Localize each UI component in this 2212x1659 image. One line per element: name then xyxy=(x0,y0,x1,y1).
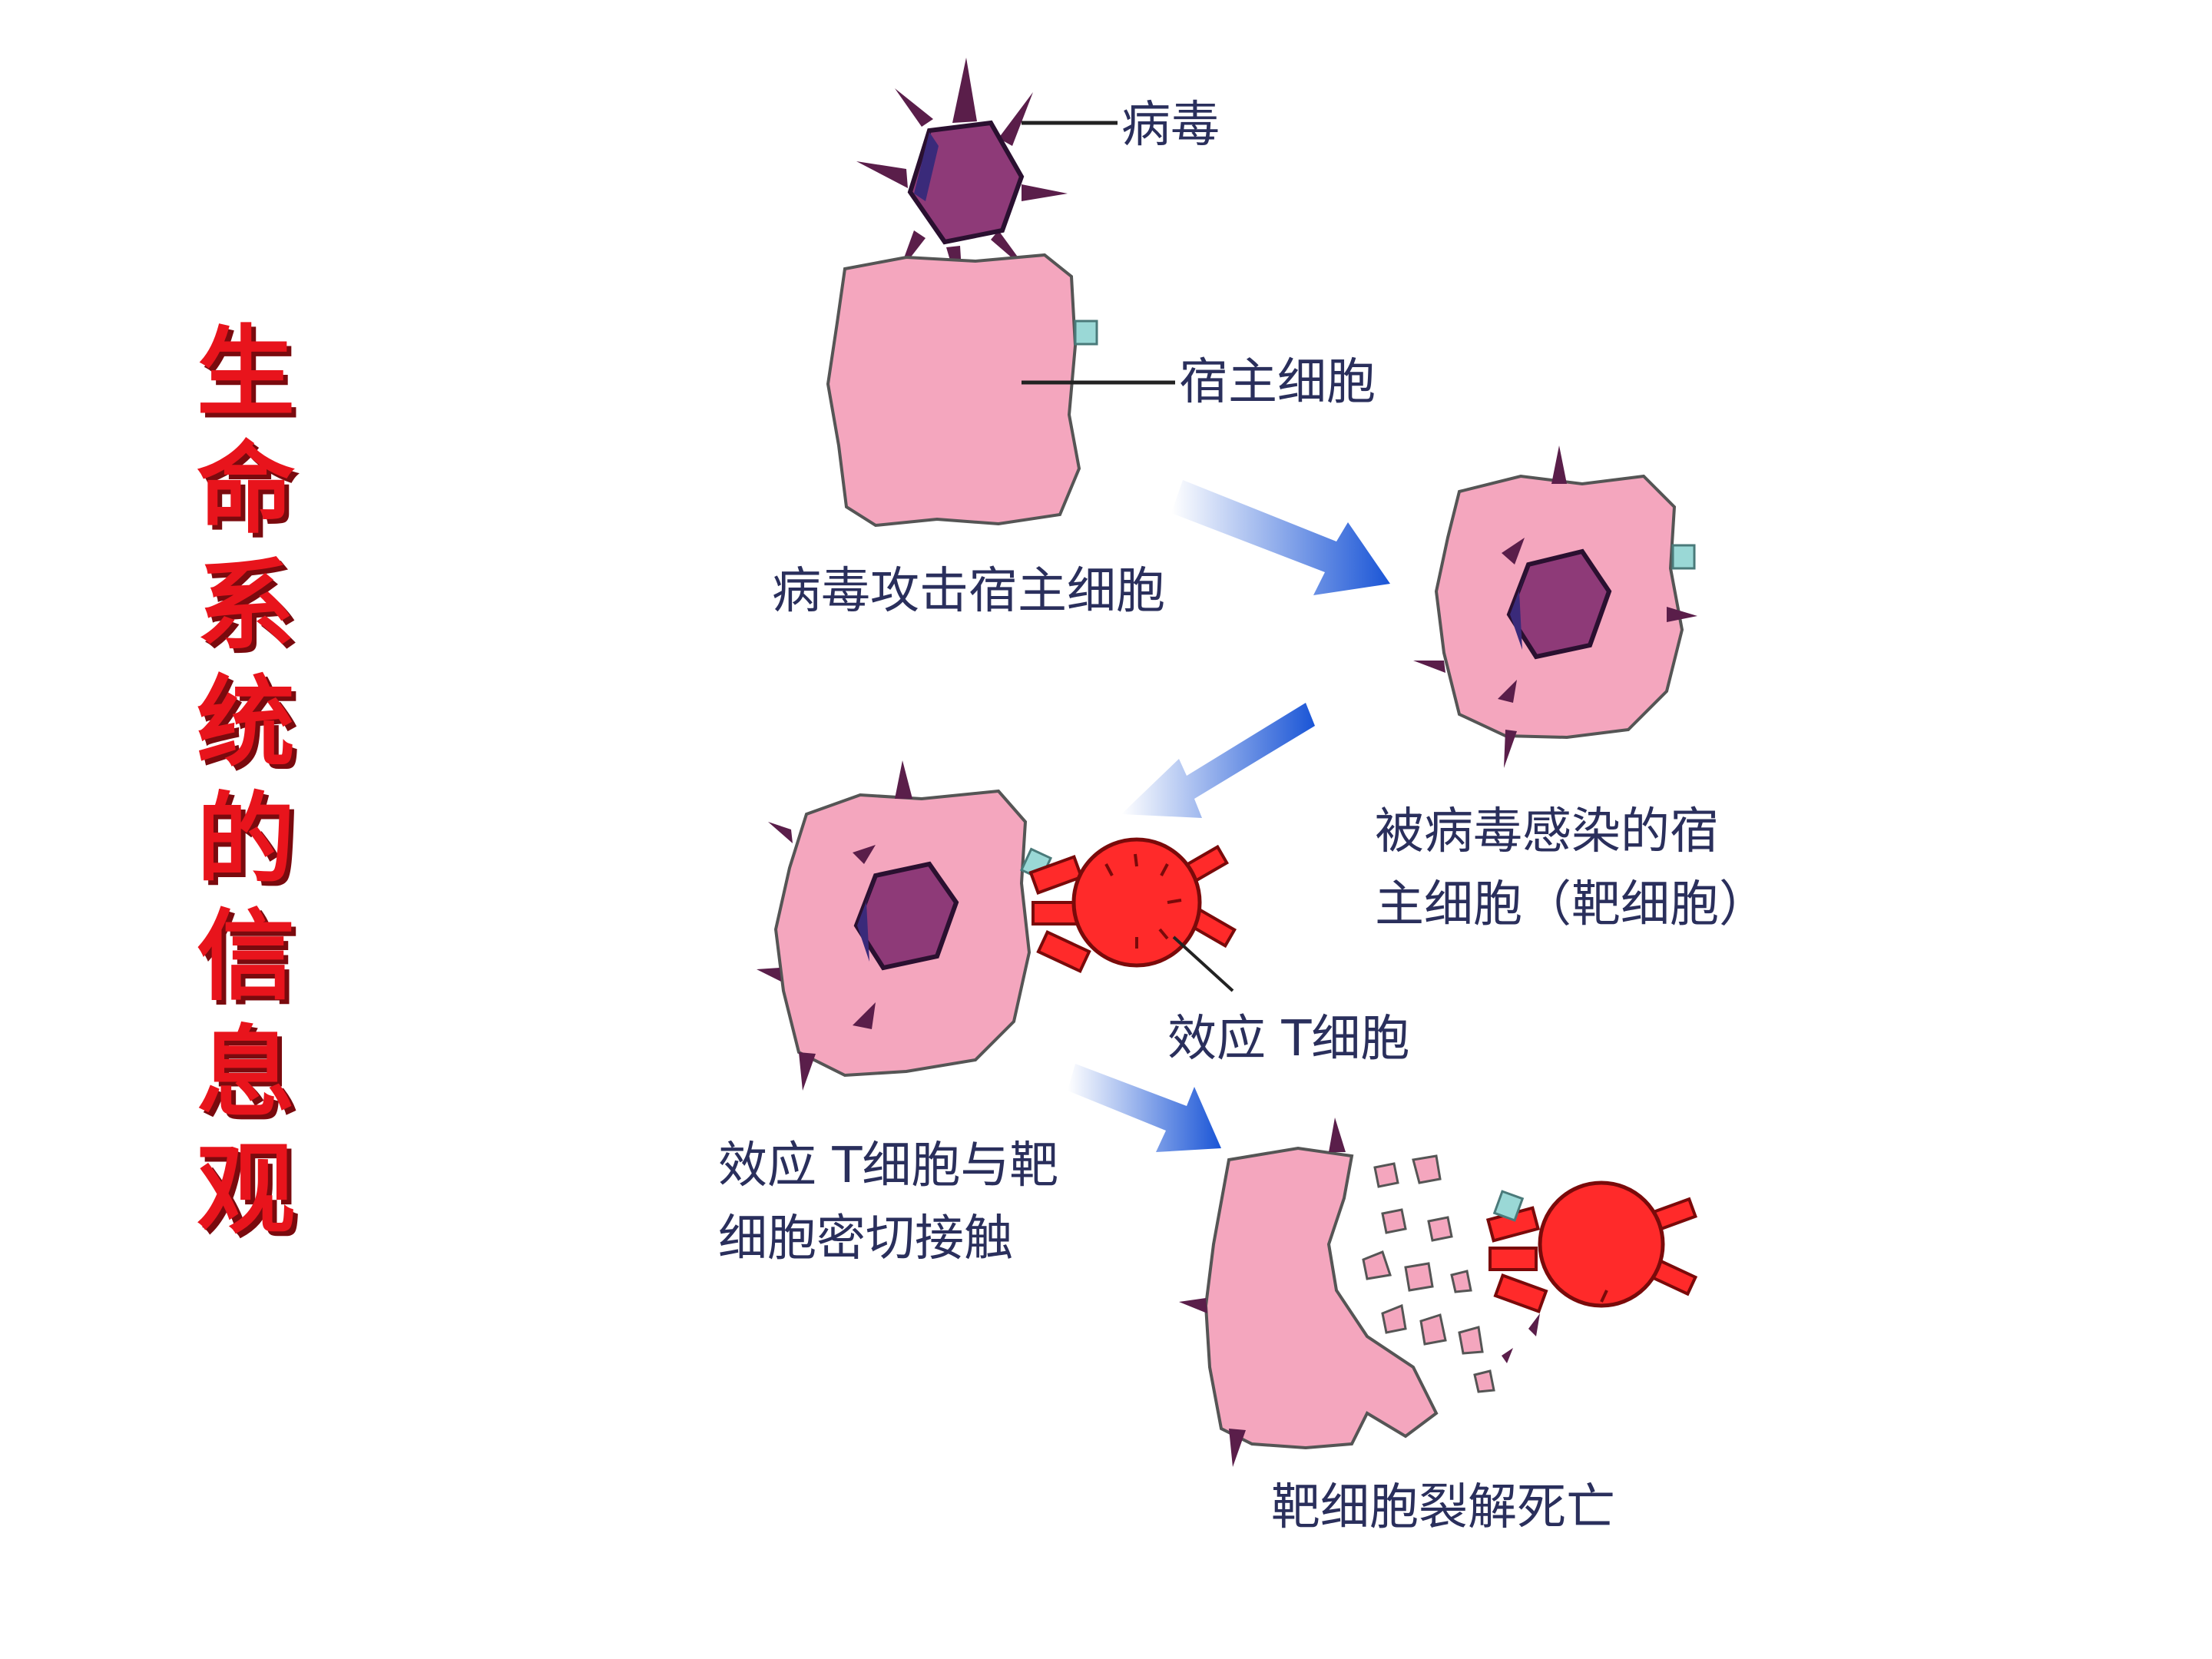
label-contact-line1: 效应 T细胞与靶 xyxy=(718,1137,1059,1194)
lysed-cell xyxy=(1179,1118,1540,1467)
label-effector-t: 效应 T细胞 xyxy=(1167,1011,1410,1068)
host-cell xyxy=(826,253,1175,528)
arrow-1 xyxy=(1171,480,1390,595)
final-t-cell xyxy=(1485,1181,1698,1313)
arrow-3 xyxy=(1068,1064,1221,1152)
effector-t-cell-leader-line xyxy=(1172,935,1234,992)
final-t-cell-receptor xyxy=(1492,1190,1525,1222)
effector-t-cell-body xyxy=(1071,837,1202,968)
label-infected-line1: 被病毒感染的宿 xyxy=(1375,803,1719,860)
contact-cell xyxy=(757,760,1053,1091)
arrow-2 xyxy=(1121,703,1315,818)
infected-cell xyxy=(1413,445,1697,768)
label-virus-attacks: 病毒攻击宿主细胞 xyxy=(772,563,1165,620)
label-host-cell: 宿主细胞 xyxy=(1179,354,1376,411)
label-contact-line2: 细胞密切接触 xyxy=(718,1210,1013,1267)
slide-title: 生命系统的信息观 xyxy=(196,316,295,1247)
host-cell-receptor xyxy=(1074,320,1098,346)
infected-virus-hexagon xyxy=(1506,548,1612,660)
label-lysis: 靶细胞裂解死亡 xyxy=(1271,1479,1615,1536)
cell-fragments xyxy=(1362,1154,1495,1393)
contact-virus-hexagon xyxy=(853,861,959,971)
infected-cell-receptor xyxy=(1671,544,1696,570)
effector-t-cell xyxy=(1028,837,1237,992)
label-virus: 病毒 xyxy=(1121,97,1220,154)
label-infected-line2: 主细胞（靶细胞） xyxy=(1375,876,1768,933)
virus-body xyxy=(907,120,1025,245)
final-t-cell-body xyxy=(1538,1181,1665,1308)
